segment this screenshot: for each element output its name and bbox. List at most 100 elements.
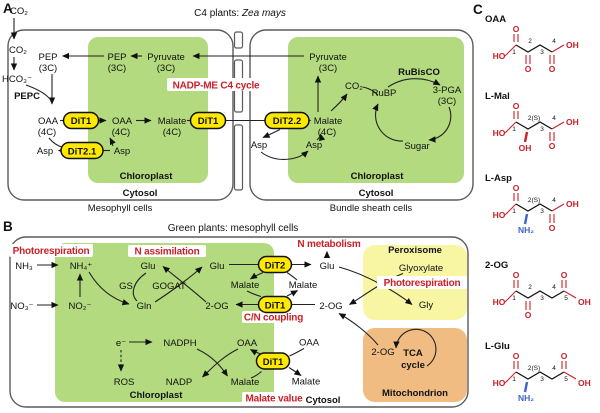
malate-mesophyll-c: (4C) xyxy=(163,127,181,138)
ho-atom: HO xyxy=(493,210,506,220)
dit1-label-b1: DiT1 xyxy=(265,301,286,312)
c2-number: 2(S) xyxy=(528,197,540,204)
ho-atom: HO xyxy=(493,297,506,307)
o-atom: O xyxy=(513,24,520,34)
asp-bundle-cytosol: Asp xyxy=(251,140,267,151)
oh-atom: OH xyxy=(566,199,579,209)
nh3: NH₃ xyxy=(15,261,33,272)
pga: 3-PGA xyxy=(433,85,462,96)
dit21-label: DiT2.1 xyxy=(68,147,97,158)
chloroplast-label-bundle: Chloroplast xyxy=(351,171,405,182)
og-stroma: 2-OG xyxy=(205,301,228,312)
cn-coupling-label-bg xyxy=(242,311,305,323)
ho-atom: HO xyxy=(493,128,506,138)
c3-number: 3 xyxy=(540,126,544,133)
malate-value-label: Malate value xyxy=(245,394,303,405)
pga-c: (3C) xyxy=(438,96,456,107)
photorespiration2-label: Photorespiration xyxy=(384,278,461,289)
c4-number: 4 xyxy=(552,284,556,291)
oaa-stroma-b: OAA xyxy=(237,338,258,349)
o-atom: O xyxy=(525,64,532,74)
oh-atom: OH xyxy=(566,40,579,50)
dit22-transporter xyxy=(264,111,310,130)
transporters-panel-b: DiT2 DiT1 DiT1 xyxy=(255,255,293,370)
asp-bundle-stroma: Asp xyxy=(306,140,322,151)
c1-number: 1 xyxy=(512,295,516,302)
photorespiration-label-bg xyxy=(9,244,93,257)
mitochondrion-label: Mitochondrion xyxy=(382,388,448,399)
pyruvate-mesophyll-c: (3C) xyxy=(157,63,175,74)
molecule-name: 2-OG xyxy=(485,260,508,271)
o-atom: O xyxy=(549,64,556,74)
gogat-enzyme: GOGAT xyxy=(152,281,186,292)
co2-bundle: CO₂ xyxy=(345,81,363,92)
nadph: NADPH xyxy=(163,338,196,349)
oaa-cytosol: OAA xyxy=(38,116,59,127)
nh2-atom: NH₂ xyxy=(518,393,534,403)
molecule-name: L-Glu xyxy=(485,341,510,352)
pyruvate-bundle: Pyruvate xyxy=(309,52,347,63)
o-atom: O xyxy=(513,183,520,193)
molecule-name: OAA xyxy=(485,14,506,25)
panel-a-label: A xyxy=(3,1,13,16)
molecule-2og: 2-OG HO O O O OH 1 2 3 4 5 xyxy=(485,260,591,320)
ho-atom: HO xyxy=(493,51,506,61)
gs-enzyme: GS xyxy=(119,281,133,292)
photorespiration2-label-bg xyxy=(377,276,467,289)
pepc-enzyme: PEPC xyxy=(14,91,40,102)
cytosol-label-b: Cytosol xyxy=(306,395,341,406)
mitochondrion-box xyxy=(363,328,467,402)
malate-cytosol: Malate xyxy=(289,280,318,291)
ros: ROS xyxy=(114,377,135,388)
asp-cytosol: Asp xyxy=(37,146,53,157)
transporters-panel-a: DiT1 DiT1 DiT2.2 DiT2.1 xyxy=(60,111,310,160)
malate-bundle: Malate xyxy=(314,116,343,127)
o-atom: O xyxy=(549,141,556,151)
dit1-transporter xyxy=(189,111,227,130)
glyoxylate: Glyoxylate xyxy=(399,263,443,274)
c2-number: 2(S) xyxy=(528,365,540,372)
oh-atom: OH xyxy=(566,117,579,127)
cytosol-label-mesophyll: Cytosol xyxy=(123,188,158,199)
c5-number: 5 xyxy=(564,376,568,383)
c4-number: 4 xyxy=(552,38,556,45)
o-atom: O xyxy=(561,351,568,361)
asp-stroma: Asp xyxy=(114,146,130,157)
nh2-atom: NH₂ xyxy=(518,225,534,235)
n-assimilation-label-bg xyxy=(128,245,206,257)
oaa-stroma: OAA xyxy=(112,116,133,127)
dit21-transporter xyxy=(60,141,104,160)
panel-b-label: B xyxy=(3,219,13,234)
tca-cycle-word: cycle xyxy=(401,360,425,371)
malate-value-label-bg xyxy=(242,392,306,404)
dit1-transporter xyxy=(62,111,100,130)
o-atom: O xyxy=(561,270,568,280)
pep-cytosol-c: (3C) xyxy=(39,63,57,74)
c1-number: 1 xyxy=(512,376,516,383)
co2-cytosol: CO₂ xyxy=(9,45,27,56)
panel-c-label: C xyxy=(473,2,483,17)
arrows-panel-a xyxy=(10,18,452,160)
no3: NO₃⁻ xyxy=(10,301,33,312)
arrows-panel-b xyxy=(37,250,437,379)
malate-stroma: Malate xyxy=(231,280,260,291)
panel-c: C OAA HO O O O OH 1 2 3 4 L-Mal HO O OH … xyxy=(473,2,591,403)
c4-number: 4 xyxy=(552,197,556,204)
c2-number: 2(S) xyxy=(528,115,540,122)
c4-number: 4 xyxy=(552,365,556,372)
oaa-stroma-c: (4C) xyxy=(112,127,130,138)
mesophyll-chloroplast-box xyxy=(88,37,208,183)
oh-atom: OH xyxy=(578,378,591,388)
glu-gs: Glu xyxy=(141,261,156,272)
c1-number: 1 xyxy=(512,208,516,215)
ho-atom: HO xyxy=(493,378,506,388)
o-atom: O xyxy=(513,351,520,361)
cell-wall-segment xyxy=(233,31,244,49)
dit1-label: DiT1 xyxy=(71,116,92,127)
nh4: NH₄⁺ xyxy=(70,261,93,272)
bundle-sheath-cells-label: Bundle sheath cells xyxy=(330,203,413,214)
pep-cytosol: PEP xyxy=(38,52,57,63)
pep-stroma-c: (3C) xyxy=(108,63,126,74)
photorespiration-label: Photorespiration xyxy=(13,246,90,257)
dit1-transporter-b1 xyxy=(257,295,293,314)
